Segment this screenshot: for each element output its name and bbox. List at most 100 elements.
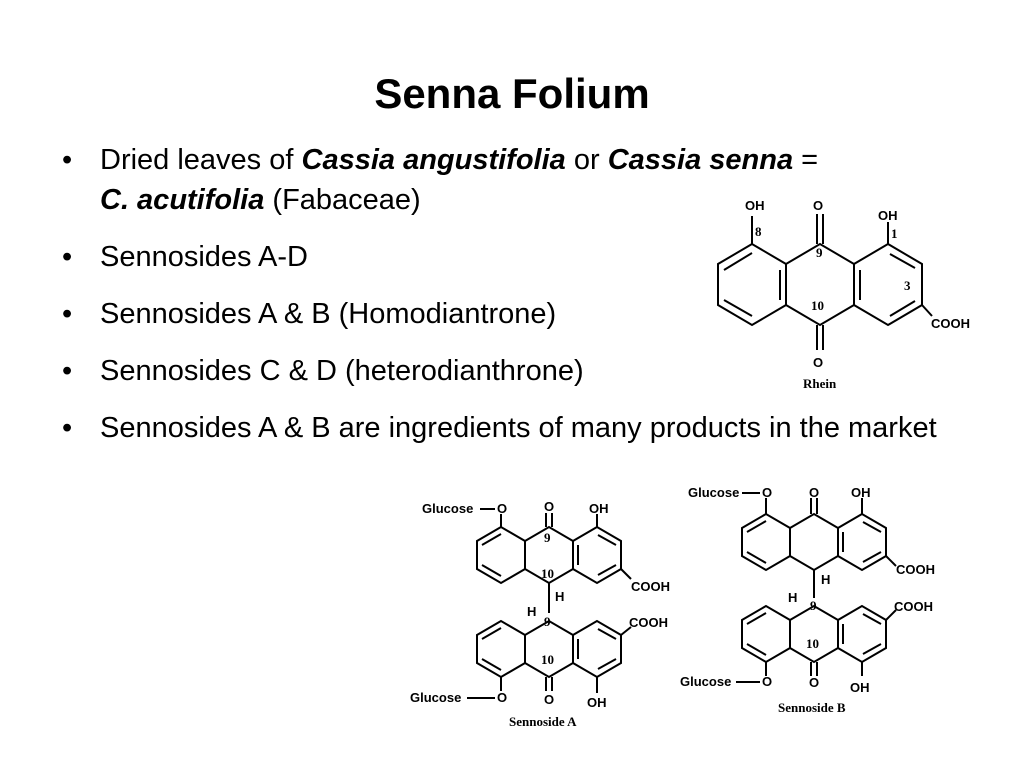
glucose-label: Glucose <box>422 501 473 516</box>
ring-bond <box>741 604 791 664</box>
cooh-label: COOH <box>931 316 970 331</box>
ring-bond <box>789 647 839 664</box>
position-number: 10 <box>541 566 554 581</box>
oxygen-label: O <box>809 485 819 500</box>
ring-bond <box>572 619 622 679</box>
double-bond <box>862 551 882 563</box>
ring-bond <box>837 604 887 664</box>
cooh-bond <box>620 568 632 580</box>
sennoside-a-structure: Glucose O O OH COOH 9 10 H H 9 COOH 10 G… <box>405 495 685 740</box>
oh-label: OH <box>589 501 609 516</box>
species-name: Cassia senna <box>607 144 794 176</box>
double-bond <box>746 612 767 625</box>
bullet-item: • Sennosides A-D <box>60 237 980 277</box>
text-segment: = <box>793 144 819 176</box>
double-bond <box>597 564 617 576</box>
sennoside-a-caption: Sennoside A <box>509 714 577 729</box>
double-bond <box>597 658 617 670</box>
sennoside-b-diagram: Glucose O O OH COOH H H 9 COOH 10 Glucos… <box>680 485 935 715</box>
ring-bond <box>476 525 526 585</box>
oh-label: OH <box>851 485 871 500</box>
position-number: 9 <box>544 530 551 545</box>
double-bond <box>723 299 753 317</box>
oh-label: OH <box>587 695 607 710</box>
ring-bond <box>785 242 855 265</box>
rhein-structure: OH O OH O COOH 8 9 1 3 10 Rhein <box>700 192 1000 402</box>
double-bond <box>862 521 882 533</box>
cooh-label: COOH <box>894 599 933 614</box>
bullet-dot: • <box>62 298 73 330</box>
position-number: 8 <box>755 224 762 239</box>
cooh-bond <box>620 626 632 636</box>
bullet-text: Sennosides C & D (heterodianthrone) <box>100 355 584 387</box>
double-bond <box>481 658 502 671</box>
sennoside-b-caption: Sennoside B <box>778 700 846 715</box>
double-bond <box>862 643 882 655</box>
family-name: (Fabaceae) <box>264 184 421 216</box>
position-number: 9 <box>544 614 551 629</box>
bullet-item: • Dried leaves of Cassia angustifolia or… <box>60 140 980 220</box>
double-bond <box>597 534 617 546</box>
oxygen-label: O <box>497 690 507 705</box>
bullet-text: Sennosides A-D <box>100 241 308 273</box>
double-bond <box>746 520 767 533</box>
bullet-item: • Sennosides A & B (Homodiantrone) <box>60 294 980 334</box>
bullet-list: • Dried leaves of Cassia angustifolia or… <box>60 140 980 465</box>
ring-bond <box>524 525 574 542</box>
ring-bond <box>853 242 923 327</box>
ring-bond <box>572 525 622 585</box>
oxygen-label: O <box>497 501 507 516</box>
oxygen-label: O <box>809 675 819 690</box>
double-bond <box>862 613 882 625</box>
cooh-label: COOH <box>631 579 670 594</box>
rhein-diagram: OH O OH O COOH 8 9 1 3 10 Rhein <box>717 198 970 391</box>
bullet-dot: • <box>62 144 73 176</box>
bullet-text: Sennosides A & B are ingredients of many… <box>100 412 937 444</box>
oxygen-label: O <box>813 355 823 370</box>
cooh-bond <box>921 304 933 317</box>
bullet-dot: • <box>62 241 73 273</box>
cooh-label: COOH <box>896 562 935 577</box>
oxygen-label: O <box>762 674 772 689</box>
rhein-caption: Rhein <box>803 376 837 391</box>
bullet-text: Sennosides A & B (Homodiantrone) <box>100 298 557 330</box>
oh-label: OH <box>850 680 870 695</box>
oh-label: OH <box>878 208 898 223</box>
sennoside-a-diagram: Glucose O O OH COOH 9 10 H H 9 COOH 10 G… <box>410 499 670 729</box>
species-name: Cassia angustifolia <box>301 144 566 176</box>
text-segment: Dried leaves of <box>100 144 302 176</box>
oxygen-label: O <box>762 485 772 500</box>
ring-bond <box>785 304 855 327</box>
ring-bond <box>476 619 526 679</box>
sennoside-b-structure: Glucose O O OH COOH H H 9 COOH 10 Glucos… <box>680 480 970 725</box>
double-bond <box>746 551 767 564</box>
cooh-label: COOH <box>629 615 668 630</box>
ring-bond <box>789 512 839 529</box>
position-number: 1 <box>891 226 898 241</box>
glucose-label: Glucose <box>688 485 739 500</box>
oh-label: OH <box>745 198 765 213</box>
double-bond <box>889 300 916 317</box>
double-bond <box>481 533 502 546</box>
ring-bond <box>717 242 787 327</box>
double-bond <box>746 643 767 656</box>
position-number: 9 <box>816 245 823 260</box>
double-bond <box>481 564 502 577</box>
oxygen-label: O <box>544 692 554 707</box>
ring-bond <box>789 555 839 572</box>
double-bond <box>597 628 617 640</box>
position-number: 10 <box>541 652 554 667</box>
oxygen-label: O <box>544 499 554 514</box>
glucose-label: Glucose <box>680 674 731 689</box>
text-segment: or <box>565 144 608 176</box>
cooh-bond <box>885 609 897 621</box>
position-number: 10 <box>806 636 819 651</box>
bullet-dot: • <box>62 355 73 387</box>
cooh-bond <box>885 555 897 567</box>
hydrogen-label: H <box>555 589 564 604</box>
position-number: 3 <box>904 278 911 293</box>
position-number: 9 <box>810 598 817 613</box>
double-bond <box>889 253 916 269</box>
ring-bond <box>837 512 887 572</box>
species-name: C. acutifolia <box>100 184 265 216</box>
